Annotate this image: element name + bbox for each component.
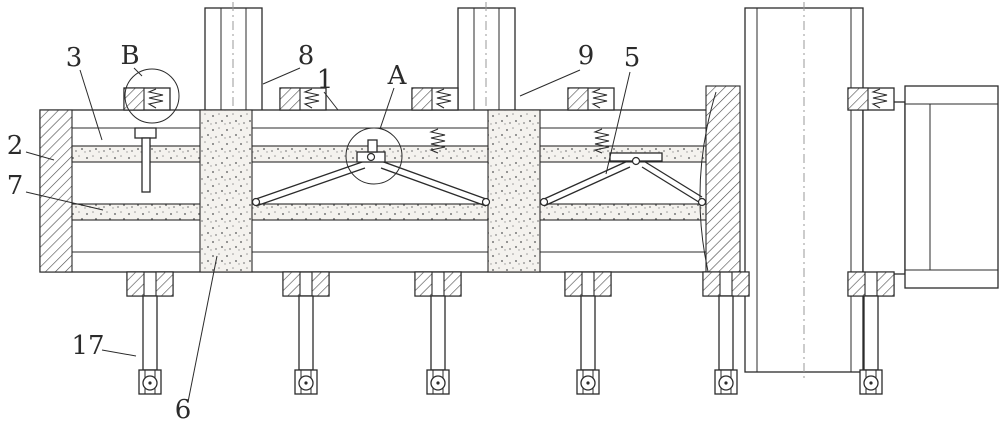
hanger-head xyxy=(134,127,157,139)
hanger-rod xyxy=(141,137,151,193)
leader-3 xyxy=(79,69,103,141)
damper-spring xyxy=(593,128,610,154)
main-beam xyxy=(39,109,719,273)
leader-1 xyxy=(323,91,339,111)
flex-curve xyxy=(699,91,717,289)
spring-box xyxy=(411,87,459,111)
guide-rail-lower xyxy=(71,203,707,221)
callout-8: 8 xyxy=(298,41,315,71)
callout-B: B xyxy=(120,41,139,71)
leader-8 xyxy=(262,67,301,85)
right-end-block xyxy=(862,85,999,289)
leader-6 xyxy=(187,255,218,403)
callout-1: 1 xyxy=(317,65,334,95)
support-pillar-right xyxy=(744,2,864,378)
right-partition-plate xyxy=(705,85,741,273)
top-column-middle xyxy=(457,2,516,118)
top-column-left xyxy=(204,2,263,118)
leader-2 xyxy=(25,151,55,161)
leader-7 xyxy=(25,191,104,211)
leader-9 xyxy=(519,69,581,97)
left-end-cap xyxy=(39,109,73,273)
filter-column-left xyxy=(199,109,253,273)
spring-box xyxy=(847,87,895,111)
filter-column-right xyxy=(487,109,541,273)
leader-lines xyxy=(25,67,631,403)
callout-9: 9 xyxy=(578,41,595,71)
callout-3: 3 xyxy=(66,43,83,73)
callout-7: 7 xyxy=(7,171,24,201)
leader-17 xyxy=(101,349,137,357)
callout-17: 17 xyxy=(71,331,104,361)
callout-A: A xyxy=(387,61,408,91)
detail-circle-A xyxy=(345,127,403,185)
callout-5: 5 xyxy=(624,43,641,73)
scissor-linkage-left xyxy=(251,139,491,207)
spring-box xyxy=(123,87,171,111)
leader-5 xyxy=(605,71,631,175)
leader-B xyxy=(133,67,143,77)
callout-6: 6 xyxy=(175,395,192,425)
leader-A xyxy=(379,87,395,130)
damper-spring xyxy=(429,128,446,154)
connector-block xyxy=(862,101,906,275)
scissor-linkage-right xyxy=(539,152,707,207)
callout-2: 2 xyxy=(7,131,24,161)
detail-circle-B xyxy=(124,68,180,124)
spring-box xyxy=(567,87,615,111)
